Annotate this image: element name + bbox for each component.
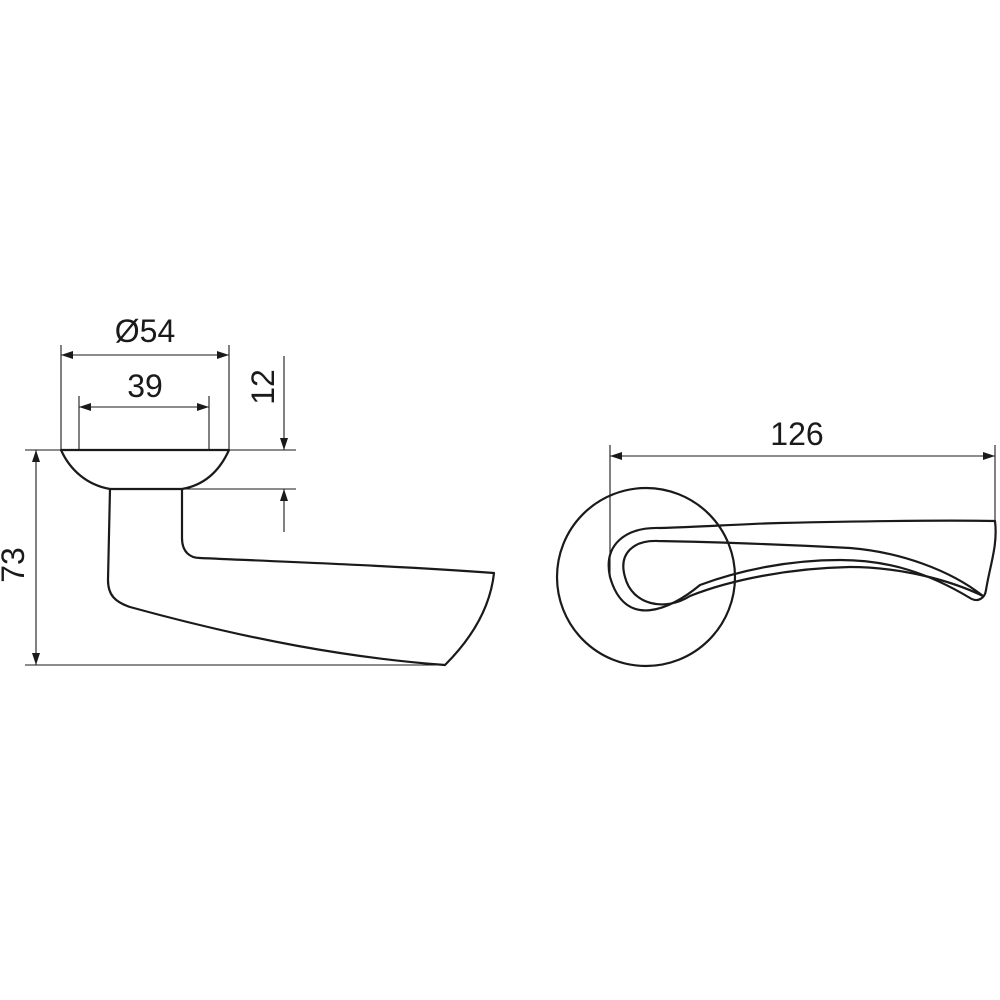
- arrow-126-left: [610, 452, 622, 460]
- arrow-d54-left: [61, 351, 73, 359]
- dim-label-inner-width: 39: [127, 368, 163, 404]
- arrow-73-top: [32, 450, 40, 462]
- front-view-rose: [555, 486, 737, 668]
- arrow-39-right: [197, 403, 209, 411]
- arrow-39-left: [79, 403, 91, 411]
- dim-label-rose-height: 12: [245, 369, 281, 405]
- arrow-126-right: [983, 452, 995, 460]
- dim-label-lever-length: 126: [770, 416, 823, 452]
- dim-label-total-height: 73: [0, 547, 31, 583]
- arrow-d54-right: [217, 351, 229, 359]
- side-view-lever: [106, 487, 496, 667]
- front-view-lever: [607, 519, 997, 612]
- front-view-lever-inner: [622, 539, 985, 606]
- front-view: 126: [555, 416, 997, 668]
- arrow-12-up: [280, 489, 288, 501]
- dim-label-rose-diameter: Ø54: [115, 313, 175, 349]
- arrow-73-bottom: [32, 653, 40, 665]
- side-view: Ø54 39 12 73: [0, 313, 496, 667]
- side-view-rose: [59, 448, 231, 491]
- arrow-12-down: [280, 438, 288, 450]
